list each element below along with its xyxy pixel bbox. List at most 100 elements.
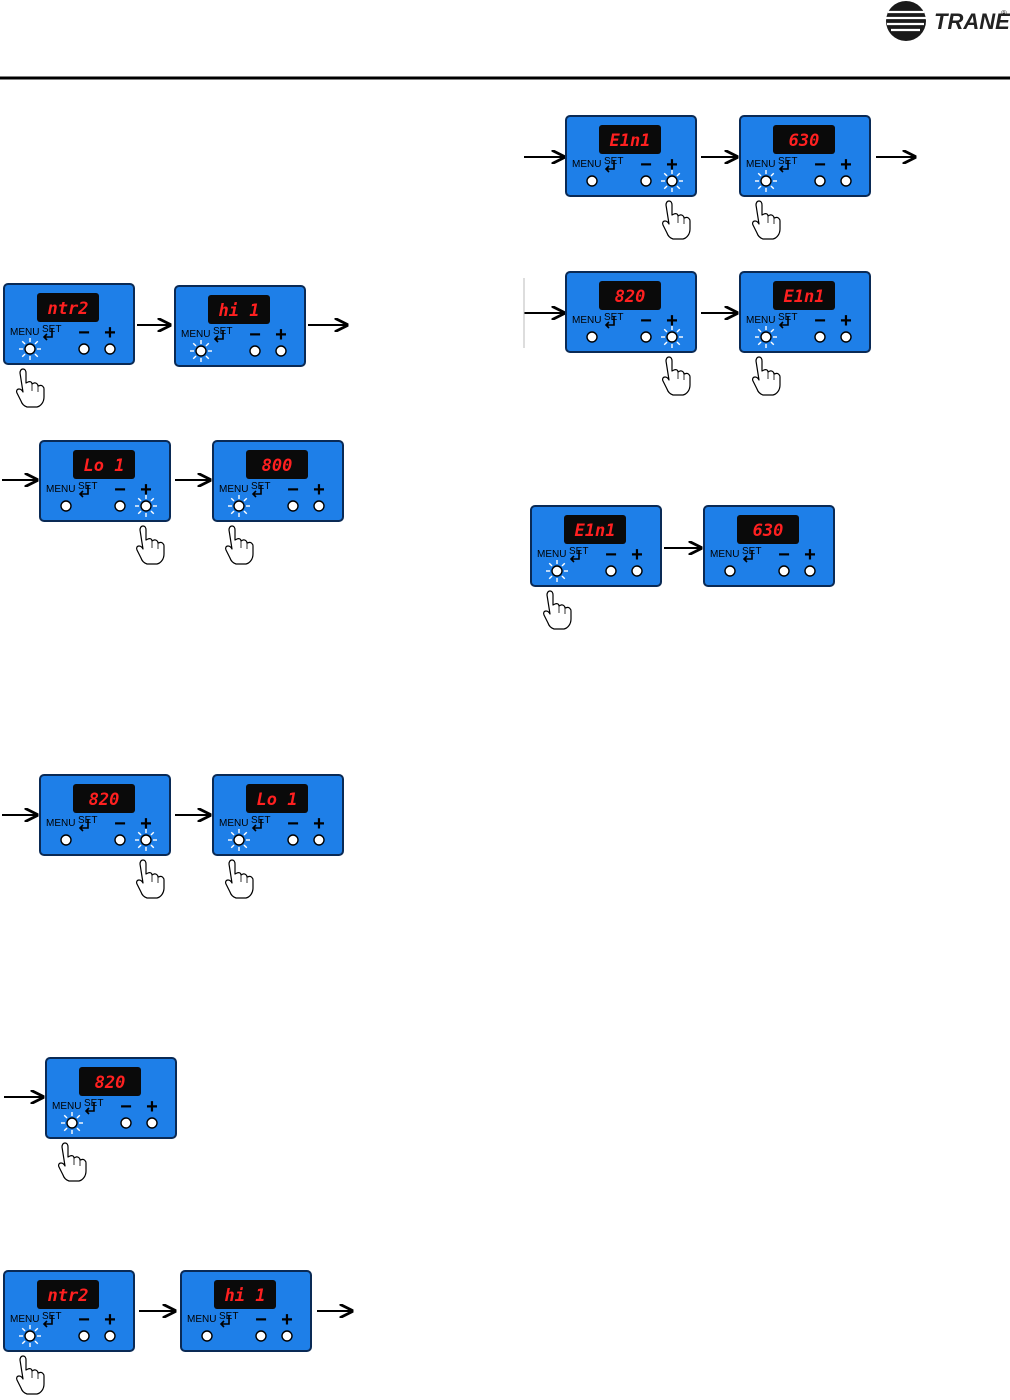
minus-button[interactable] (640, 175, 652, 187)
pointing-hand-icon (225, 859, 254, 899)
pointing-hand-icon (225, 525, 254, 565)
minus-button[interactable] (78, 1330, 90, 1342)
plus-button[interactable] (140, 834, 152, 846)
menu-button[interactable] (60, 500, 72, 512)
header: TRANE ® (0, 1, 1010, 80)
lcd-display (37, 293, 99, 322)
enter-arrow-icon (219, 1315, 230, 1328)
plus-sign: + (313, 813, 325, 835)
menu-button[interactable] (233, 834, 245, 846)
enter-arrow-icon (42, 1315, 53, 1328)
lcd-display (73, 784, 135, 813)
plus-button[interactable] (666, 175, 678, 187)
panel-body (703, 505, 835, 587)
brand-name: TRANE (934, 9, 1010, 34)
lcd-readout: 820 (89, 790, 120, 810)
plus-button[interactable] (146, 1117, 158, 1129)
menu-label: MENU (219, 484, 248, 495)
plus-sign: + (631, 544, 643, 566)
minus-button[interactable] (78, 343, 90, 355)
panel-body (565, 115, 697, 197)
pointing-hand-icon (662, 356, 691, 396)
enter-arrow-icon (778, 160, 789, 173)
minus-button[interactable] (778, 565, 790, 577)
menu-button[interactable] (195, 345, 207, 357)
plus-button[interactable] (104, 343, 116, 355)
minus-button[interactable] (640, 331, 652, 343)
lcd-readout: Lo 1 (84, 456, 125, 476)
menu-button[interactable] (586, 175, 598, 187)
plus-button[interactable] (275, 345, 287, 357)
lcd-readout: E1n1 (610, 131, 651, 151)
plus-button[interactable] (840, 175, 852, 187)
enter-arrow-icon (569, 550, 580, 563)
plus-button[interactable] (313, 834, 325, 846)
pointing-hand-icon (136, 859, 165, 899)
minus-button[interactable] (814, 331, 826, 343)
menu-label: MENU (52, 1101, 81, 1112)
minus-button[interactable] (814, 175, 826, 187)
plus-button[interactable] (840, 331, 852, 343)
minus-button[interactable] (120, 1117, 132, 1129)
minus-button[interactable] (255, 1330, 267, 1342)
minus-sign: − (114, 813, 126, 835)
lcd-readout: ntr2 (48, 1286, 89, 1306)
menu-label: MENU (710, 549, 739, 560)
menu-button[interactable] (760, 175, 772, 187)
minus-button[interactable] (287, 500, 299, 512)
plus-button[interactable] (140, 500, 152, 512)
enter-arrow-icon (78, 485, 89, 498)
plus-sign: + (666, 310, 678, 332)
plus-button[interactable] (281, 1330, 293, 1342)
lcd-readout: 800 (262, 456, 293, 476)
minus-sign: − (640, 310, 652, 332)
panel-body (45, 1057, 177, 1139)
menu-label: MENU (46, 818, 75, 829)
minus-button[interactable] (605, 565, 617, 577)
lcd-display (773, 281, 835, 310)
panel-body (3, 1270, 135, 1352)
minus-button[interactable] (114, 500, 126, 512)
menu-button[interactable] (201, 1330, 213, 1342)
menu-button[interactable] (551, 565, 563, 577)
menu-button[interactable] (724, 565, 736, 577)
menu-button[interactable] (24, 343, 36, 355)
menu-label: MENU (572, 315, 601, 326)
minus-sign: − (78, 322, 90, 344)
press-burst-icon (228, 495, 250, 517)
minus-sign: − (255, 1309, 267, 1331)
minus-sign: − (287, 479, 299, 501)
plus-button[interactable] (631, 565, 643, 577)
lcd-display (246, 450, 308, 479)
menu-button[interactable] (24, 1330, 36, 1342)
minus-sign: − (640, 154, 652, 176)
lcd-display (214, 1280, 276, 1309)
panel-body (3, 283, 135, 365)
pointing-hand-icon (662, 200, 691, 240)
press-burst-icon (755, 170, 777, 192)
menu-button[interactable] (233, 500, 245, 512)
pointing-hand-icon (136, 525, 165, 565)
menu-button[interactable] (760, 331, 772, 343)
lcd-readout: E1n1 (784, 287, 825, 307)
press-burst-icon (135, 829, 157, 851)
plus-button[interactable] (104, 1330, 116, 1342)
panel-body (39, 774, 171, 856)
lcd-display (73, 450, 135, 479)
plus-button[interactable] (666, 331, 678, 343)
minus-button[interactable] (114, 834, 126, 846)
menu-button[interactable] (60, 834, 72, 846)
plus-button[interactable] (313, 500, 325, 512)
menu-button[interactable] (66, 1117, 78, 1129)
plus-button[interactable] (804, 565, 816, 577)
panel-body (739, 271, 871, 353)
lcd-display (599, 125, 661, 154)
minus-button[interactable] (249, 345, 261, 357)
minus-button[interactable] (287, 834, 299, 846)
menu-button[interactable] (586, 331, 598, 343)
